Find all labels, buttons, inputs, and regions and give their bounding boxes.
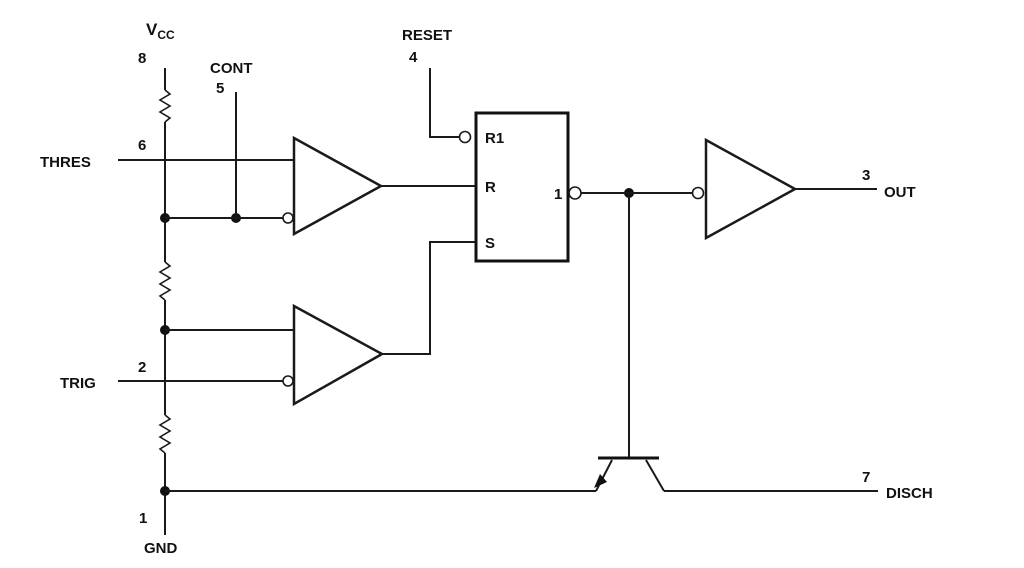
cont-pin-number: 5	[216, 80, 224, 97]
flip-flop-output-bubble	[568, 186, 582, 200]
resistor-bottom	[158, 414, 172, 454]
lower-comp-to-s-wire	[382, 241, 476, 355]
ff-r-label: R	[485, 179, 496, 196]
ff-r1-label: R1	[485, 130, 504, 147]
trig-label: TRIG	[60, 375, 96, 392]
reset-pin-number: 4	[409, 49, 418, 66]
disch-pin-number: 7	[862, 469, 870, 486]
transistor-collector	[645, 459, 665, 492]
ff-s-label: S	[485, 235, 495, 252]
divider-rail	[158, 68, 172, 535]
vcc-label: VCC	[146, 20, 175, 42]
transistor-emitter-arrow	[594, 474, 607, 488]
trig-pin-number: 2	[138, 359, 146, 376]
disch-label: DISCH	[886, 485, 933, 502]
ff-output-number: 1	[554, 186, 562, 203]
transistor-emitter	[595, 459, 613, 492]
resistor-top	[158, 89, 172, 123]
vcc-pin-number: 8	[138, 50, 146, 67]
thres-label: THRES	[40, 154, 91, 171]
reset-label: RESET	[402, 27, 452, 44]
reset-wire	[429, 68, 459, 138]
thres-pin-number: 6	[138, 137, 146, 154]
flip-flop-box	[474, 111, 570, 263]
reset-bubble	[458, 130, 472, 144]
gnd-label: GND	[144, 540, 178, 557]
output-buffer	[691, 137, 798, 241]
lower-comparator	[282, 303, 385, 407]
gnd-pin-number: 1	[139, 510, 147, 527]
cont-label: CONT	[210, 60, 253, 77]
out-label: OUT	[884, 184, 916, 201]
upper-comparator	[282, 135, 384, 237]
resistor-middle	[158, 261, 172, 301]
out-pin-number: 3	[862, 167, 870, 184]
